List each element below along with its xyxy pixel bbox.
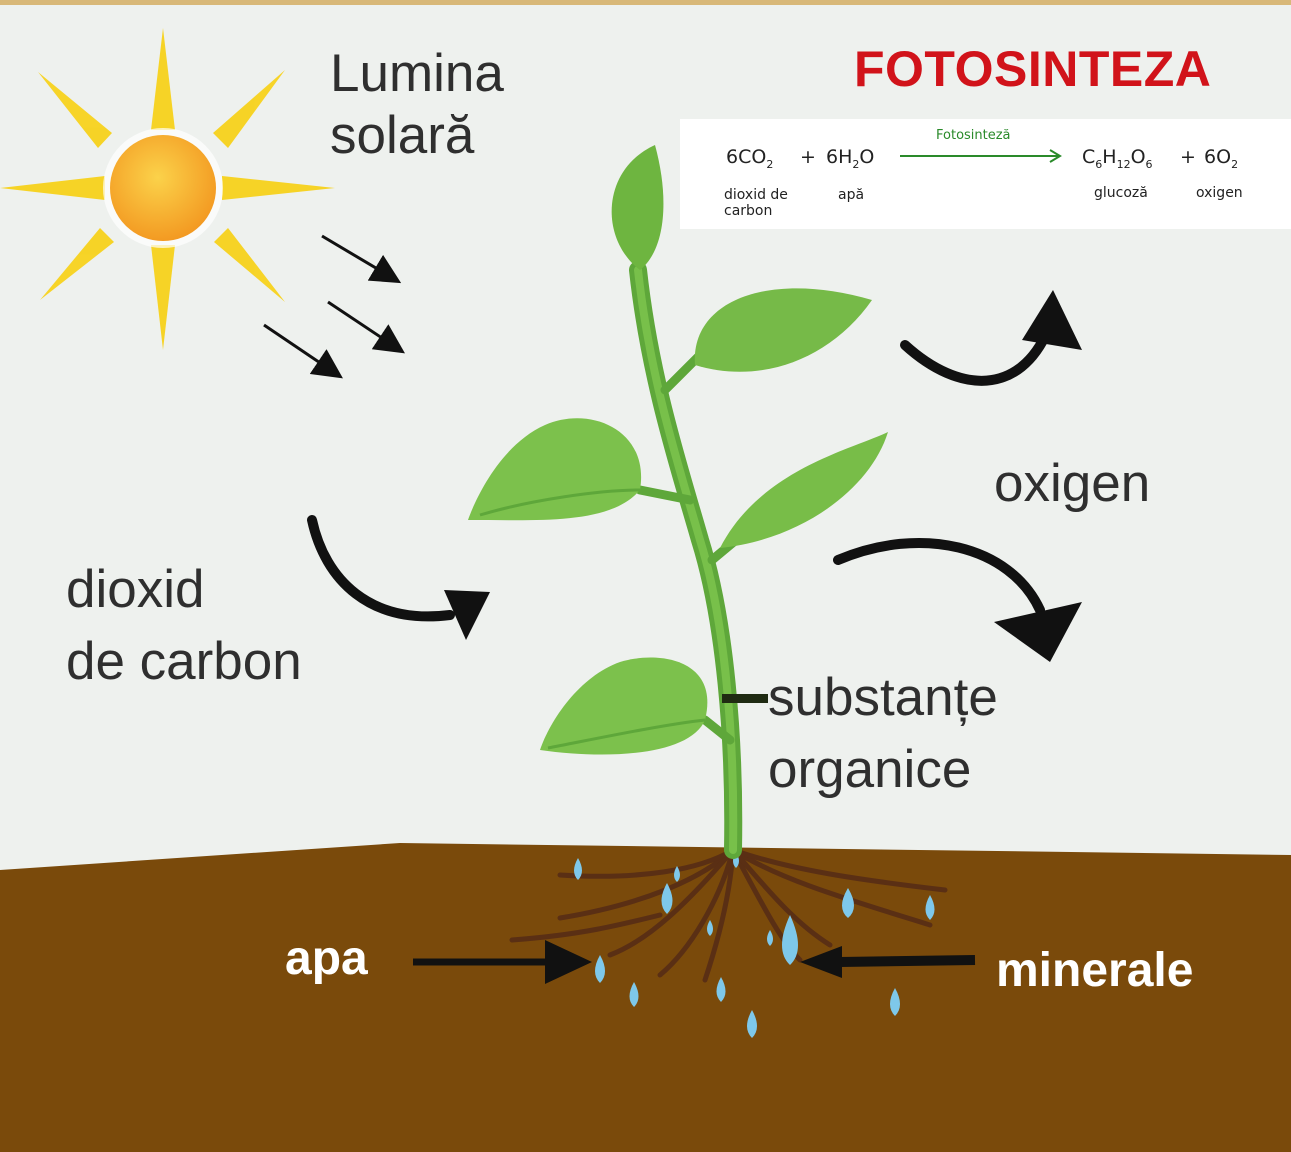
oxygen-arrow-lower-head xyxy=(994,602,1082,662)
sunlight-label-line2: solară xyxy=(330,106,475,165)
leaf-left xyxy=(468,418,642,521)
co2-arrow-head xyxy=(444,590,490,640)
top-border xyxy=(0,0,1291,5)
water-drops xyxy=(574,852,935,1038)
organic-connector xyxy=(722,694,768,703)
equation-arrow-label: Fotosinteză xyxy=(936,128,1011,143)
caption-co2-line2: carbon xyxy=(724,203,773,219)
leaf-top xyxy=(611,145,664,270)
equation-reactant-h2o: 6H2O xyxy=(826,146,875,171)
oxygen-arrow-upper xyxy=(900,325,1053,386)
caption-glucose: glucoză xyxy=(1094,185,1148,201)
leaf-middle-right xyxy=(720,432,888,548)
plant-roots xyxy=(509,847,948,983)
caption-oxygen: oxigen xyxy=(1196,185,1243,201)
leaf-lower xyxy=(540,657,708,755)
mineral-arrow-head xyxy=(800,946,842,978)
plant-leaves xyxy=(468,145,888,755)
photosynthesis-equation: 6CO2 + 6H2O Fotosinteză C6H12O6 + 6O2 di… xyxy=(680,119,1291,229)
soil-ground xyxy=(0,843,1291,1152)
water-arrow-head xyxy=(545,940,592,984)
equation-plus-1: + xyxy=(800,146,816,168)
co2-label-line2: de carbon xyxy=(66,632,302,691)
organic-label-line1: substanțe xyxy=(768,668,998,727)
page-title: FOTOSINTEZA xyxy=(854,41,1212,97)
co2-arrow xyxy=(307,515,455,622)
organic-label-line2: organice xyxy=(768,740,972,799)
sun-icon xyxy=(0,28,335,350)
mineral-arrow xyxy=(839,955,976,967)
equation-reactant-co2: 6CO2 xyxy=(726,146,774,171)
oxygen-arrow-lower xyxy=(833,537,1045,615)
minerals-label: minerale xyxy=(996,944,1194,997)
equation-plus-2: + xyxy=(1180,146,1196,168)
water-label: apa xyxy=(285,932,368,985)
leaf-upper-right xyxy=(694,288,872,372)
equation-product-glucose: C6H12O6 xyxy=(1082,146,1153,171)
oxygen-arrow-upper-head xyxy=(1022,290,1082,350)
oxygen-label: oxigen xyxy=(994,454,1151,513)
equation-product-oxygen: 6O2 xyxy=(1204,146,1239,171)
co2-label-line1: dioxid xyxy=(66,560,205,619)
caption-h2o: apă xyxy=(838,187,865,203)
sunlight-label-line1: Lumina xyxy=(330,44,504,103)
sunlight-arrows xyxy=(263,234,405,379)
caption-co2-line1: dioxid de xyxy=(724,187,788,203)
equation-arrow xyxy=(900,149,1062,163)
